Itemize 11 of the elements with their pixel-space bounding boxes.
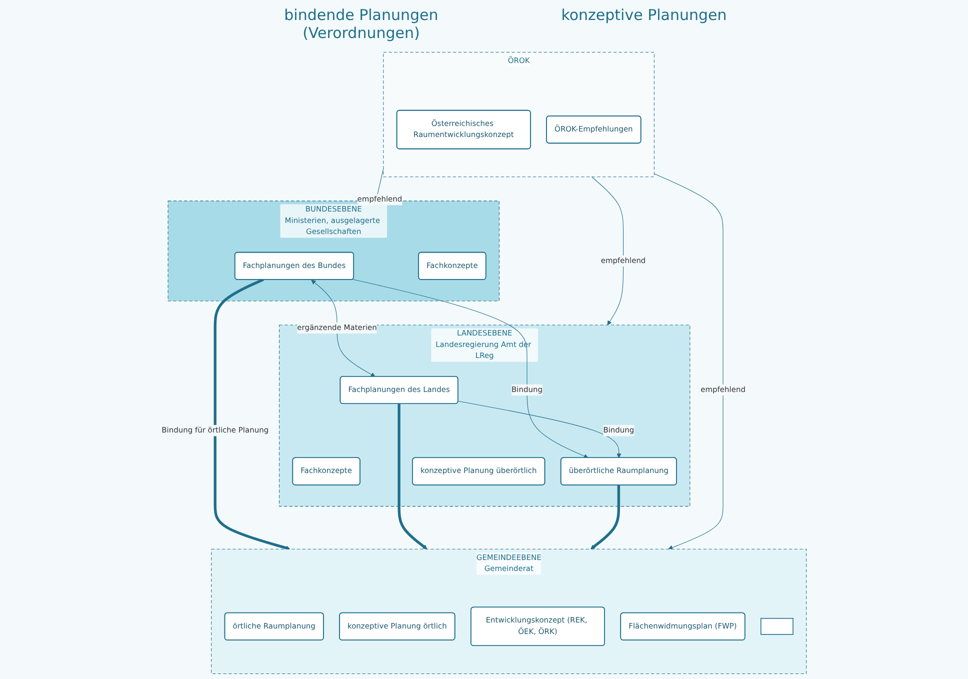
arrow: [214, 278, 290, 550]
arrow: [590, 484, 620, 550]
arrow: [311, 280, 376, 377]
node-box: [760, 618, 794, 635]
column-heading: konzeptive Planungen: [561, 6, 727, 26]
column-heading: bindende Planungen (Verordnungen): [283, 6, 440, 42]
arrow: [398, 404, 428, 550]
arrow: [591, 176, 624, 326]
arrow: [654, 174, 724, 550]
arrow: [352, 279, 588, 458]
arrow: [458, 400, 622, 458]
